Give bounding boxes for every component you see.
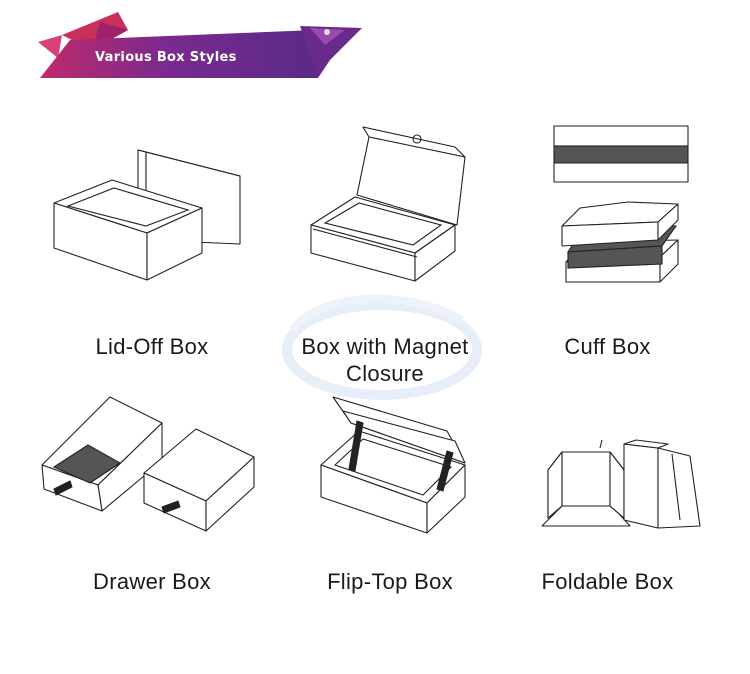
label-flip-top-box: Flip-Top Box [327,569,453,594]
watermark-logo [282,294,482,400]
magnet-closure-box-icon [310,126,466,282]
banner-ribbon [38,12,362,78]
lid-off-box-icon [53,149,241,281]
foldable-box-icon [541,439,701,529]
label-foldable-box: Foldable Box [541,569,674,594]
label-cuff-box: Cuff Box [564,334,651,359]
label-drawer-box: Drawer Box [93,569,211,594]
banner-title: Various Box Styles [95,50,237,65]
cuff-box-icon [553,125,689,283]
label-lid-off-box: Lid-Off Box [95,334,209,359]
drawer-box-icon [41,396,255,532]
label-magnet-closure-box: Box with Magnet Closure [301,334,469,386]
header-banner: Various Box Styles [0,0,380,100]
flip-top-box-icon [320,396,466,534]
